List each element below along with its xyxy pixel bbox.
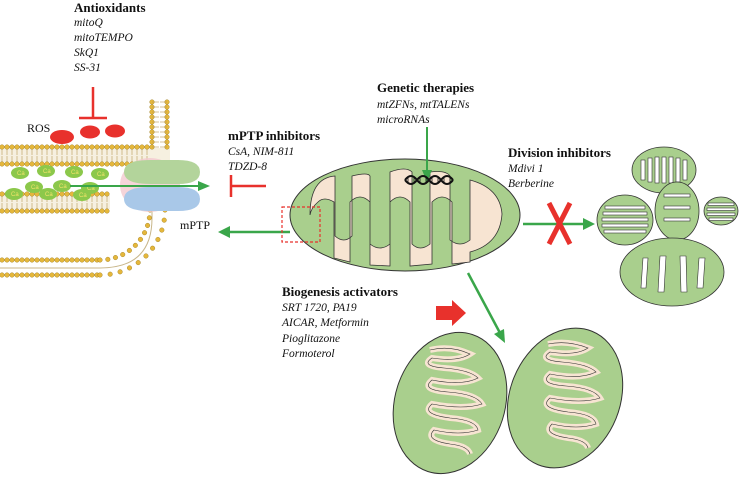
zoom-arrow-left <box>218 226 290 238</box>
biogenesis-activators-title: Biogenesis activators <box>282 284 398 299</box>
calcium-ion-label: Ca <box>31 185 39 191</box>
mptp-inhibitor-item: CsA, NIM-811 <box>228 146 294 158</box>
division-inhibitor-item: Berberine <box>508 178 554 190</box>
mptp-label: mPTP <box>180 218 210 232</box>
calcium-ion-label: Ca <box>11 192 19 198</box>
antioxidants-title: Antioxidants <box>74 0 146 15</box>
calcium-ion-label: Ca <box>59 184 67 190</box>
calcium-ion-label: Ca <box>79 193 87 199</box>
genetic-therapy-arrow <box>422 127 432 182</box>
antioxidant-inhibition-symbol <box>79 87 107 120</box>
calcium-ion-label: Ca <box>45 192 53 198</box>
mptp-inhibition-symbol <box>229 175 266 197</box>
calcium-ion-label: Ca <box>87 186 95 192</box>
mptp-inhibitors-title: mPTP inhibitors <box>228 128 320 143</box>
biogenesis-activator-item: Pioglitazone <box>281 333 340 345</box>
biogenesis-activator-item: Formoterol <box>281 348 335 360</box>
mptp-pore <box>120 158 200 212</box>
antioxidant-item: SkQ1 <box>74 47 99 59</box>
fragmented-mitochondria <box>596 146 739 307</box>
biogenesis-stimulate-arrow <box>436 300 466 326</box>
ros-label: ROS <box>27 121 50 135</box>
antioxidant-item: mitoQ <box>74 17 103 29</box>
calcium-ion-label: Ca <box>71 170 79 176</box>
genetic-therapies-title: Genetic therapies <box>377 80 474 95</box>
dna-helix-icon <box>404 175 454 185</box>
biogenesis-activator-item: AICAR, Metformin <box>281 317 369 329</box>
genetic-therapy-item: microRNAs <box>377 114 430 126</box>
division-inhibitors-title: Division inhibitors <box>508 145 611 160</box>
calcium-ion-label: Ca <box>17 171 25 177</box>
ros-molecules <box>50 124 125 144</box>
antioxidant-item: SS-31 <box>74 62 101 74</box>
new-mitochondria <box>392 327 624 475</box>
blocked-x-icon <box>546 201 573 246</box>
antioxidant-item: mitoTEMPO <box>74 32 133 44</box>
calcium-ion-label: Ca <box>97 172 105 178</box>
biogenesis-activator-item: SRT 1720, PA19 <box>282 302 357 314</box>
genetic-therapy-item: mtZFNs, mtTALENs <box>377 99 470 111</box>
biogenesis-arrow <box>466 272 505 343</box>
mptp-inhibitor-item: TDZD-8 <box>228 161 267 173</box>
division-inhibitor-item: Mdivi 1 <box>507 163 543 175</box>
efflux-arrow <box>70 181 210 191</box>
central-mitochondrion <box>281 158 521 272</box>
calcium-ion-label: Ca <box>43 169 51 175</box>
division-arrow <box>523 218 595 230</box>
